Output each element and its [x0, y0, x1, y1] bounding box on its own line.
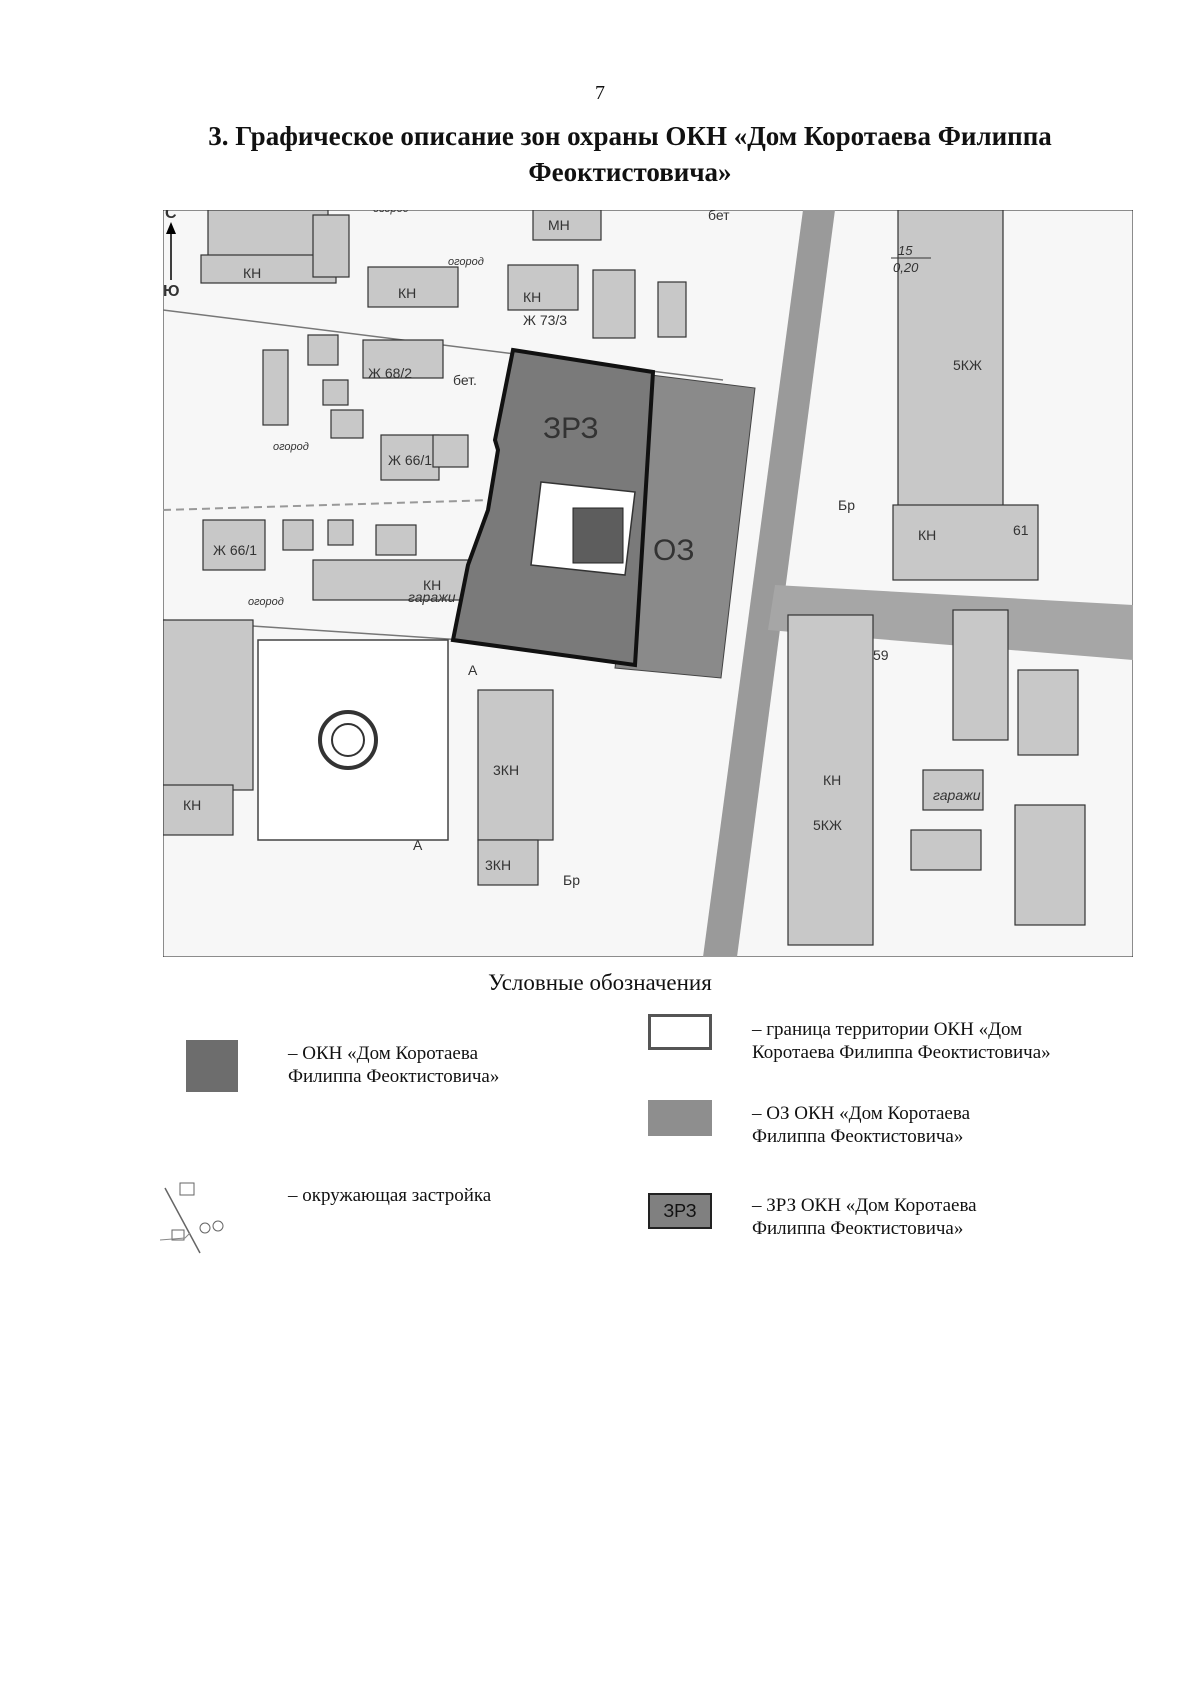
- road-vertical: [703, 210, 835, 957]
- legend-oz-text: – ОЗ ОКН «Дом Коротаева Филиппа Феоктист…: [752, 1103, 971, 1147]
- label-59: 59: [873, 647, 889, 663]
- label-zh73: Ж 73/3: [523, 312, 567, 328]
- label-garazhi: гаражи: [933, 787, 981, 803]
- legend-swatch-okn: [186, 1040, 238, 1092]
- label-zh66: Ж 66/1: [388, 452, 432, 468]
- legend-title: Условные обозначения: [488, 970, 712, 995]
- label-a: А: [413, 837, 423, 853]
- fountain: [318, 710, 378, 770]
- label-kn: КН: [183, 797, 201, 813]
- label-3kn: 3КН: [493, 762, 519, 778]
- label-zh68: Ж 68/2: [368, 365, 412, 381]
- legend-zrz-text: – ЗРЗ ОКН «Дом Коротаева Филиппа Феоктис…: [752, 1195, 977, 1239]
- title-line-1: 3. Графическое описание зон охраны ОКН «…: [208, 121, 1052, 151]
- legend-swatch-zrz: ЗРЗ: [648, 1193, 712, 1229]
- label-ogorod: огород: [248, 596, 284, 608]
- label-5kzh: 5КЖ: [813, 817, 842, 833]
- page-number: 7: [595, 82, 605, 104]
- compass-north: С: [165, 210, 177, 222]
- title-line-2: Феоктистовича»: [528, 157, 732, 187]
- label-kn: КН: [823, 772, 841, 788]
- okn-building: [572, 507, 624, 564]
- label-zh66: Ж 66/1: [213, 542, 257, 558]
- label-kn: КН: [243, 265, 261, 281]
- label-kn: КН: [398, 285, 416, 301]
- compass-south: Ю: [163, 283, 180, 300]
- fraction-top: 15: [898, 243, 913, 258]
- zrz-label: ЗРЗ: [543, 412, 599, 445]
- label-bet: бет: [708, 210, 730, 223]
- label-bet: бет.: [453, 372, 477, 388]
- legend-surrounding-text: – окружающая застройка: [288, 1185, 492, 1206]
- label-ogorod: огород: [373, 210, 409, 215]
- label-5kzh: 5КЖ: [953, 357, 982, 373]
- legend-swatch-oz: [648, 1100, 712, 1136]
- legend-border-text: – граница территории ОКН «Дом Коротаева …: [752, 1019, 1051, 1063]
- label-kn: КН: [423, 577, 441, 593]
- legend-okn-text: – ОКН «Дом Коротаева Филиппа Феоктистови…: [288, 1043, 500, 1087]
- label-kn: КН: [523, 289, 541, 305]
- label-br: Бр: [838, 497, 855, 513]
- page-title: 3. Графическое описание зон охраны ОКН «…: [150, 118, 1110, 190]
- surrounding-buildings: [163, 210, 1086, 946]
- label-br: Бр: [563, 872, 580, 888]
- legend-swatch-border: [648, 1014, 712, 1050]
- label-kn: КН: [918, 527, 936, 543]
- label-ogorod: огород: [448, 256, 484, 268]
- label-61: 61: [1013, 522, 1029, 538]
- label-ogorod: огород: [273, 441, 309, 453]
- label-garazhi: гаражи: [408, 589, 456, 605]
- fraction-bottom: 0,20: [893, 260, 919, 275]
- map-svg: С Ю ЗРЗ ОЗ КН КН КН КН КН КН КН МН Ж 73/…: [163, 210, 1133, 957]
- label-mn: МН: [548, 217, 570, 233]
- road-horizontal: [768, 585, 1133, 660]
- oz-label: ОЗ: [653, 534, 694, 567]
- legend-swatch-surrounding: [159, 1178, 250, 1258]
- zone-map: С Ю ЗРЗ ОЗ КН КН КН КН КН КН КН МН Ж 73/…: [163, 210, 1133, 957]
- label-a: А: [468, 662, 478, 678]
- label-3kn: 3КН: [485, 857, 511, 873]
